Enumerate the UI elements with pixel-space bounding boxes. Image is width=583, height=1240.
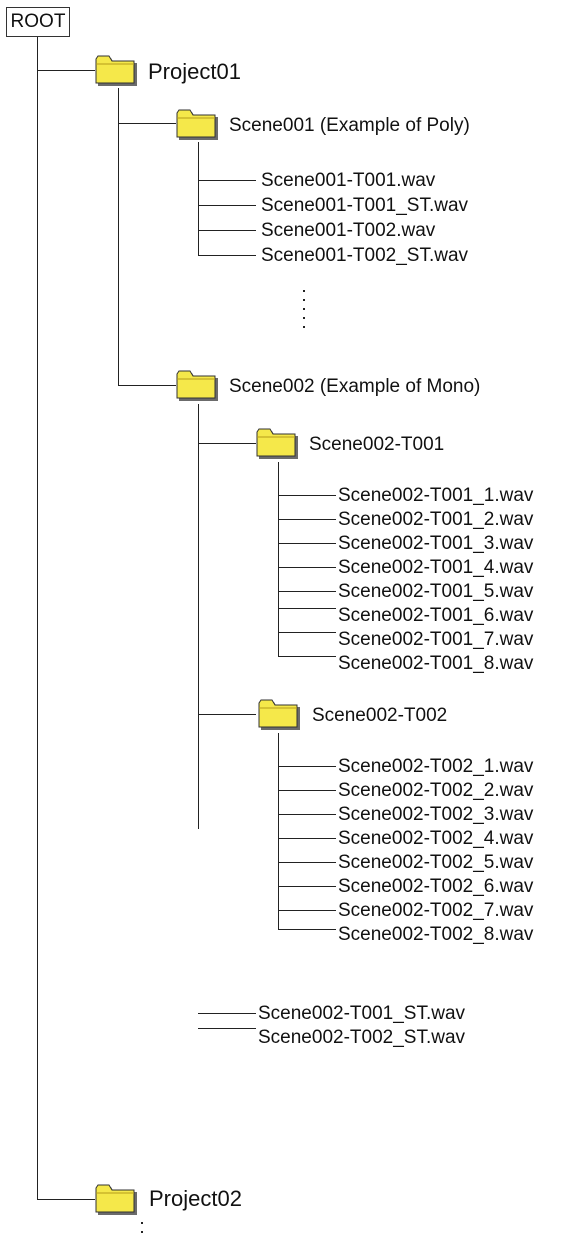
file-item: Scene002-T002_4.wav (338, 828, 534, 849)
connector-file (198, 180, 256, 181)
file-item: Scene002-T001_8.wav (338, 653, 534, 674)
file-item: Scene002-T002_ST.wav (258, 1027, 466, 1048)
connector-file (198, 205, 256, 206)
file-item: Scene002-T001_2.wav (338, 509, 534, 530)
connector-t002 (198, 714, 256, 715)
connector-file (278, 886, 336, 887)
scene001-label: Scene001 (Example of Poly) (229, 115, 470, 136)
folder-icon (176, 106, 220, 142)
connector-file (278, 910, 336, 911)
scene002-trunk (198, 404, 199, 829)
connector-file (278, 567, 336, 568)
connector-t001 (198, 443, 256, 444)
scene002-label: Scene002 (Example of Mono) (229, 376, 481, 397)
connector-file (278, 862, 336, 863)
connector-file (278, 814, 336, 815)
folder-icon (256, 425, 300, 461)
root-trunk (37, 37, 38, 1199)
file-item: Scene002-T001_4.wav (338, 557, 534, 578)
connector-file (278, 519, 336, 520)
file-item: Scene001-T002_ST.wav (261, 245, 469, 266)
file-item: Scene002-T001_ST.wav (258, 1003, 466, 1024)
t001-trunk (278, 462, 279, 657)
connector-file (278, 495, 336, 496)
file-item: Scene002-T002_2.wav (338, 780, 534, 801)
connector-file (278, 929, 336, 930)
t001-folder-label: Scene002-T001 (309, 434, 445, 455)
file-item: Scene001-T001.wav (261, 170, 436, 191)
file-item: Scene002-T001_5.wav (338, 581, 534, 602)
folder-icon (95, 1181, 139, 1217)
file-item: Scene002-T002_8.wav (338, 924, 534, 945)
project01-label: Project01 (148, 59, 241, 84)
connector-file (278, 543, 336, 544)
connector-file (278, 766, 336, 767)
scene001-trunk (198, 142, 199, 256)
file-item: Scene002-T001_1.wav (338, 485, 534, 506)
file-item: Scene002-T001_7.wav (338, 629, 534, 650)
connector-file (278, 656, 336, 657)
continuation-dots (141, 1222, 145, 1240)
folder-icon (95, 52, 139, 88)
connector-project01 (37, 70, 95, 71)
project02-label: Project02 (149, 1186, 242, 1211)
connector-file (198, 230, 256, 231)
file-item: Scene002-T001_6.wav (338, 605, 534, 626)
file-item: Scene001-T001_ST.wav (261, 195, 469, 216)
continuation-dots (303, 290, 307, 335)
t002-folder-label: Scene002-T002 (312, 705, 448, 726)
folder-icon (258, 696, 302, 732)
connector-file (198, 1013, 256, 1014)
file-item: Scene002-T001_3.wav (338, 533, 534, 554)
connector-scene001 (118, 123, 176, 124)
connector-file (278, 838, 336, 839)
connector-file (198, 255, 256, 256)
file-item: Scene002-T002_6.wav (338, 876, 534, 897)
project01-trunk (118, 88, 119, 385)
connector-file (198, 1028, 256, 1029)
file-item: Scene002-T002_7.wav (338, 900, 534, 921)
file-item: Scene002-T002_1.wav (338, 756, 534, 777)
connector-file (278, 632, 336, 633)
file-item: Scene002-T002_3.wav (338, 804, 534, 825)
file-item: Scene002-T002_5.wav (338, 852, 534, 873)
t002-trunk (278, 733, 279, 930)
file-item: Scene001-T002.wav (261, 220, 436, 241)
folder-icon (176, 367, 220, 403)
connector-file (278, 608, 336, 609)
connector-project02 (37, 1199, 95, 1200)
root-node: ROOT (6, 7, 70, 37)
connector-scene002 (118, 385, 176, 386)
connector-file (278, 790, 336, 791)
connector-file (278, 591, 336, 592)
